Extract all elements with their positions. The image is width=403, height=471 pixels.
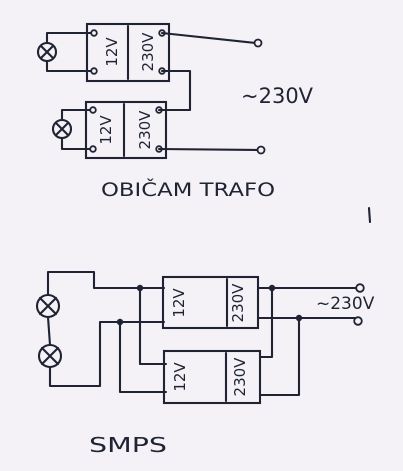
terminal [90, 67, 98, 75]
mains-lead-bottom [157, 147, 260, 152]
junction [295, 314, 303, 322]
top-caption: OBIČAM TRAFO [101, 177, 275, 201]
junction [116, 318, 124, 326]
transformer-1-low-label: 12V [103, 37, 121, 67]
junction [268, 284, 276, 292]
junction [136, 284, 144, 292]
terminal [89, 145, 97, 153]
lamp-link [46, 315, 52, 347]
lamp-icon [35, 293, 61, 319]
parallel-wire-a [138, 286, 168, 366]
bottom-caption: SMPS [89, 433, 167, 457]
mains-parallel-b [258, 316, 301, 397]
top-supply-label: ~230V [241, 84, 314, 108]
mains-terminal [253, 38, 263, 48]
lamp2-wire-bottom [60, 136, 94, 151]
lamp-icon [37, 343, 63, 369]
transformer-1-high-label: 230V [139, 32, 157, 72]
bottom-supply-label: ~230V [316, 294, 375, 314]
unit-1-low-label: 12V [170, 288, 188, 318]
lamp-outer-wire [46, 270, 166, 297]
lamp-icon [36, 41, 58, 63]
lamp1-wire-bottom [45, 59, 95, 73]
top-circuit: 12V 230V 12V 230V ~230V OBIČAM TRAFO [36, 22, 314, 201]
lamp1-wire-top [45, 31, 95, 45]
transformer-1 [85, 22, 171, 83]
terminal [90, 29, 98, 37]
mains-terminal [256, 145, 266, 155]
terminal [89, 106, 97, 114]
mains-parallel-a [258, 286, 274, 359]
smps-unit-1 [161, 275, 260, 330]
series-link [157, 69, 192, 112]
mains-terminal [353, 316, 363, 326]
mains-terminal [355, 283, 365, 293]
pen-mark [367, 206, 372, 224]
unit-1-high-label: 230V [229, 283, 247, 323]
mains-lead-top [160, 31, 258, 45]
lamp-icon [51, 118, 73, 140]
lamp2-wire-top [60, 108, 94, 122]
unit-2-high-label: 230V [231, 357, 249, 397]
transformer-2 [84, 100, 168, 160]
transformer-2-low-label: 12V [97, 115, 115, 145]
parallel-wire-b [118, 320, 168, 394]
lamp-return-wire [48, 320, 166, 388]
bottom-circuit: 12V 230V 12V 230V ~230V SMPS [35, 206, 375, 457]
transformer-2-high-label: 230V [136, 110, 154, 150]
unit-2-low-label: 12V [171, 362, 189, 392]
smps-unit-2 [162, 349, 262, 405]
